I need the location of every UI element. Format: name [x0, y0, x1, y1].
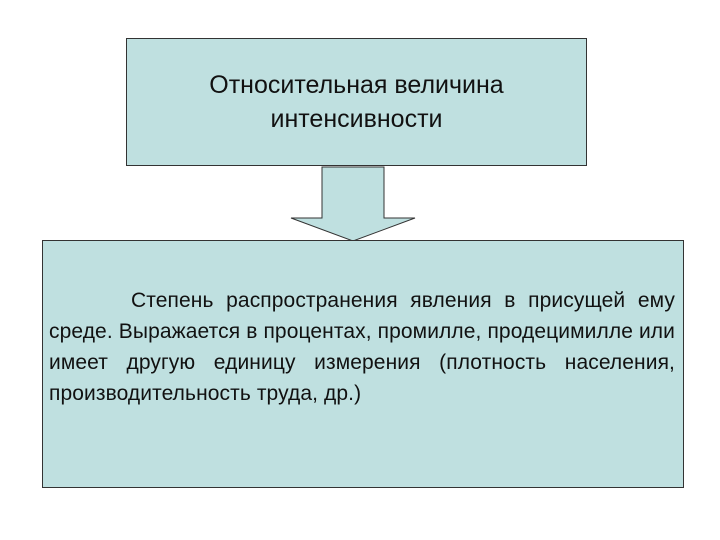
- definition-box: Степень распространения явления в присущ…: [42, 240, 684, 488]
- definition-text: Степень распространения явления в присущ…: [49, 289, 675, 405]
- term-title: Относительная величина интенсивности: [209, 71, 504, 133]
- term-box: Относительная величина интенсивности: [126, 38, 587, 166]
- arrow-shape: [290, 166, 416, 242]
